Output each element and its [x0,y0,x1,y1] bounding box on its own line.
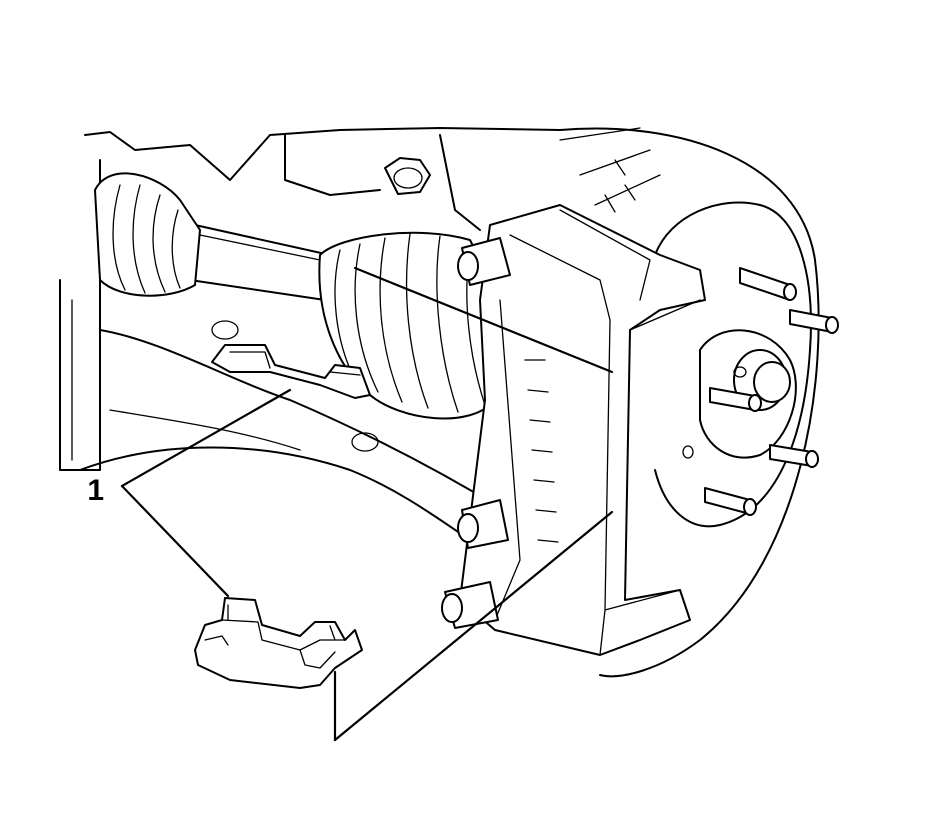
strut-bolt [384,157,431,195]
background-structure [59,127,561,541]
outer-cv-boot [318,231,501,420]
abutment-clip [194,597,363,689]
inner-cv-boot [94,172,201,297]
drive-axle-shaft [189,224,331,301]
brake-rotor [559,127,820,678]
callout-label-1: 1 [87,474,104,507]
callout-leaders [120,266,614,742]
installed-abutment-clip-upper [211,344,371,399]
caliper-bracket [459,204,706,656]
wheel-stud [704,267,839,516]
